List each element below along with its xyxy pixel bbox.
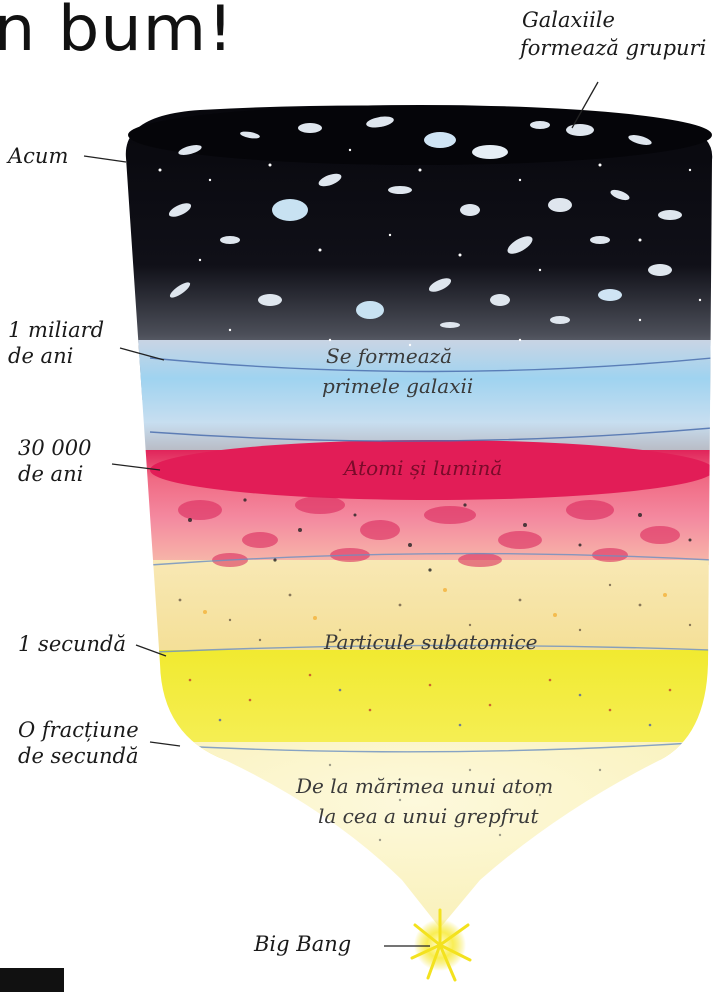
label-big-bang: Big Bang xyxy=(254,932,351,957)
label-now: Acum xyxy=(8,144,68,169)
top-rim xyxy=(128,105,712,165)
label-fraction-line2: de secundă xyxy=(18,744,139,769)
label-1-billion-line1: 1 miliard xyxy=(8,318,104,343)
layer-size-line2: la cea a unui grepfrut xyxy=(318,804,539,828)
label-30000-line2: de ani xyxy=(18,462,83,487)
layer-subatomic-particles: Particule subatomice xyxy=(324,630,538,654)
label-1-second: 1 secundă xyxy=(18,632,126,657)
layer-atoms-light: Atomi și lumină xyxy=(344,456,502,480)
layer-size-line1: De la mărimea unui atom xyxy=(296,774,553,798)
label-galaxy-groups-line2: formează grupuri xyxy=(520,36,706,61)
label-fraction-line1: O fracțiune xyxy=(18,718,139,743)
big-bang-burst xyxy=(412,910,470,980)
page-corner-tab xyxy=(0,968,64,992)
layer-first-galaxies-line2: primele galaxii xyxy=(322,374,473,398)
label-galaxy-groups-line1: Galaxiile xyxy=(522,8,615,33)
layer-first-galaxies-line1: Se formează xyxy=(326,344,452,368)
label-1-billion-line2: de ani xyxy=(8,344,73,369)
label-30000-line1: 30 000 xyxy=(18,436,91,461)
